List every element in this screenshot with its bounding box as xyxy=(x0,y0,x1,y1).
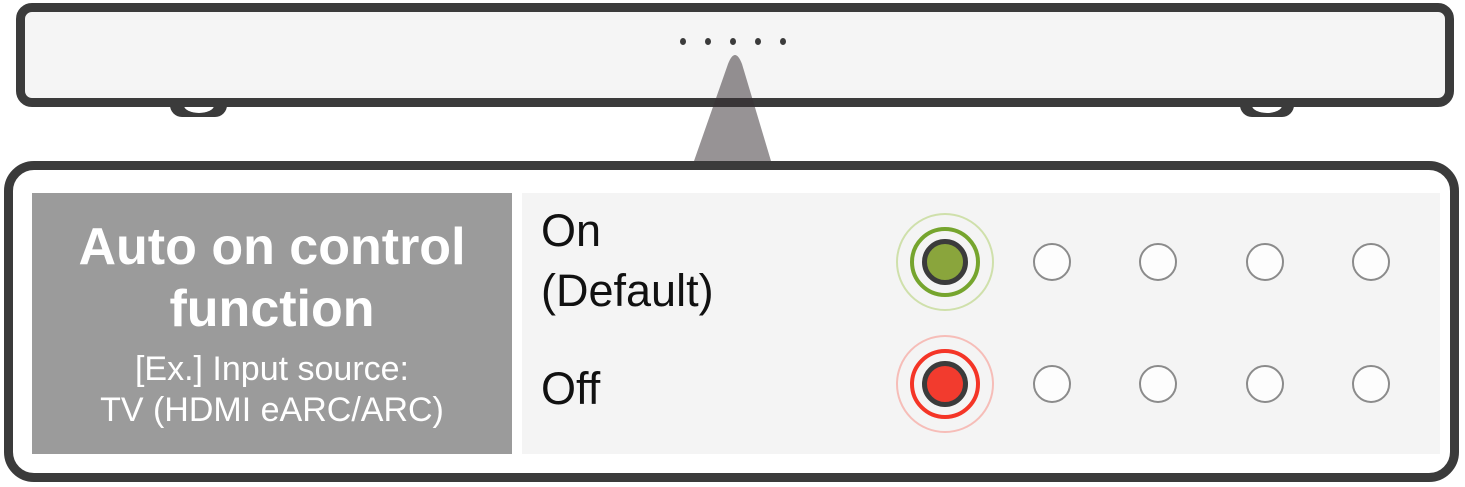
option-label-line: On xyxy=(541,205,602,256)
led-ring xyxy=(910,349,980,419)
option-label-line: (Default) xyxy=(541,265,714,316)
led-indicator-off xyxy=(1139,243,1177,281)
option-label-line: Off xyxy=(541,363,601,414)
status-led-dot xyxy=(730,38,736,45)
function-example: [Ex.] Input source: TV (HDMI eARC/ARC) xyxy=(100,349,444,431)
led-halo xyxy=(896,335,994,433)
led-indicator-off xyxy=(1245,243,1284,281)
led-off-circle xyxy=(1352,365,1390,403)
led-off-circle xyxy=(1032,243,1071,281)
led-row-on xyxy=(896,213,1390,311)
function-example-line: TV (HDMI eARC/ARC) xyxy=(100,391,444,429)
led-indicator-off xyxy=(1139,365,1177,403)
function-title-line: function xyxy=(169,280,375,338)
status-led-dot xyxy=(680,38,686,45)
status-led-dot xyxy=(780,38,786,45)
led-indicator-off xyxy=(1032,243,1071,281)
led-off-circle xyxy=(1139,365,1177,403)
led-indicator-off xyxy=(1352,243,1390,281)
led-off-circle xyxy=(1032,365,1071,403)
led-indicator-off xyxy=(1032,365,1071,403)
option-label-off: Off xyxy=(541,359,600,419)
led-off-circle xyxy=(1139,243,1177,281)
option-label-on: On (Default) xyxy=(541,201,714,321)
led-ring xyxy=(910,227,980,297)
led-core xyxy=(922,239,968,285)
function-label-panel: Auto on control function [Ex.] Input sou… xyxy=(32,193,512,454)
led-off-circle xyxy=(1352,243,1390,281)
led-off-circle xyxy=(1245,365,1284,403)
soundbar-status-led-strip xyxy=(680,38,786,45)
function-example-line: [Ex.] Input source: xyxy=(134,350,409,388)
function-title: Auto on control function xyxy=(78,216,465,340)
status-led-dot xyxy=(755,38,761,45)
function-title-line: Auto on control xyxy=(78,218,466,276)
led-indicator-lit-green xyxy=(896,213,994,311)
callout-pointer-triangle xyxy=(694,55,771,161)
led-off-circle xyxy=(1245,243,1284,281)
led-row-off xyxy=(896,335,1390,433)
led-indicator-lit-red xyxy=(896,335,994,433)
led-indicator-off xyxy=(1245,365,1284,403)
status-led-dot xyxy=(705,38,711,45)
led-indicator-off xyxy=(1352,365,1390,403)
led-core xyxy=(922,361,968,407)
led-halo xyxy=(896,213,994,311)
